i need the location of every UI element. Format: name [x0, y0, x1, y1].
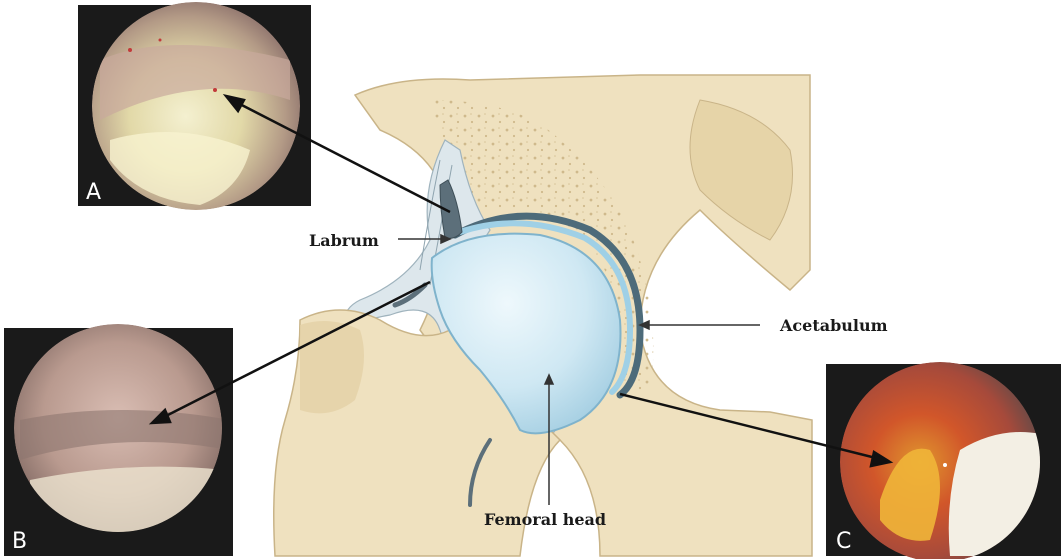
panel-c: C: [826, 362, 1061, 559]
label-acetabulum: Acetabulum: [779, 316, 888, 335]
panel-a-image: [92, 2, 300, 210]
panel-a: A: [78, 2, 311, 210]
label-labrum: Labrum: [309, 231, 379, 250]
panel-b-letter: B: [12, 529, 27, 554]
panel-c-letter: C: [836, 529, 851, 554]
label-femoral-head: Femoral head: [484, 510, 606, 529]
panel-a-letter: A: [86, 180, 101, 205]
greater-trochanter: [300, 321, 364, 413]
hip-illustration: [274, 75, 812, 556]
panel-b: B: [4, 324, 233, 556]
